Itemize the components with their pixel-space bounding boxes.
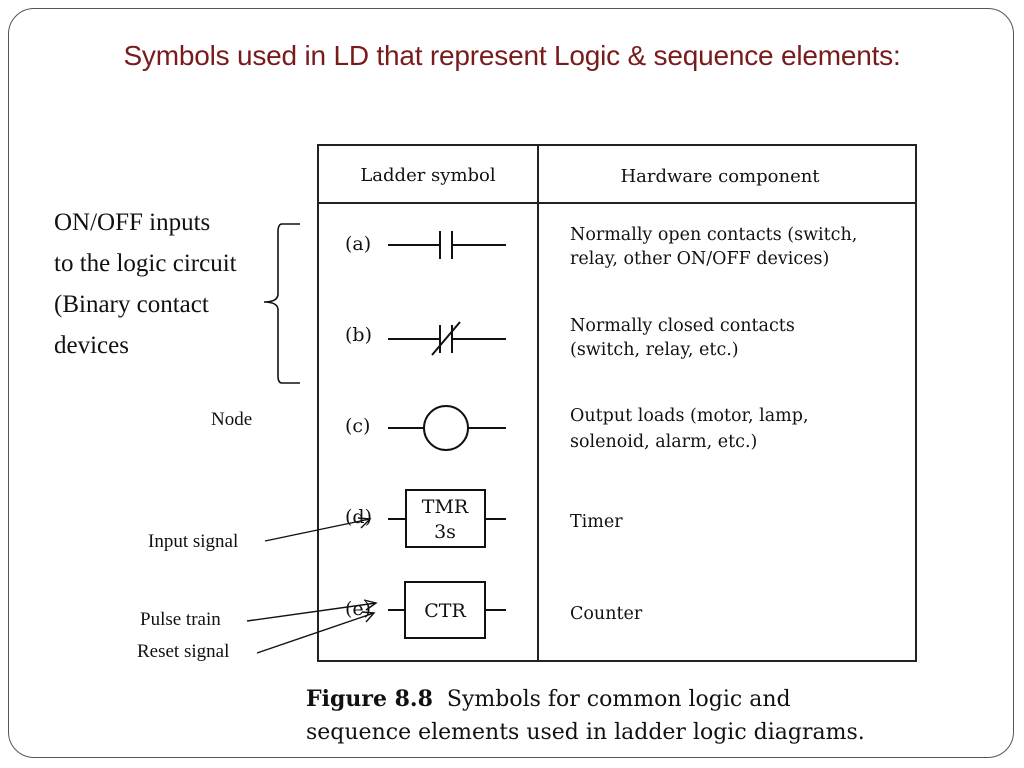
slide-frame (8, 8, 1014, 758)
pulse-train-arrow (246, 602, 377, 622)
figure-caption: Figure 8.8 Symbols for common logic and … (306, 683, 865, 749)
row-e-label: (e) (345, 598, 371, 620)
curly-brace-icon (263, 223, 300, 384)
pulse-train-arrowhead-icon (363, 599, 378, 611)
inputs-description: ON/OFF inputs to the logic circuit (Bina… (54, 202, 237, 366)
row-b-label: (b) (345, 324, 372, 346)
output-coil-icon (388, 405, 506, 451)
inputs-line-3: (Binary contact (54, 291, 209, 318)
inputs-line-2: to the logic circuit (54, 250, 237, 277)
row-b-desc-1: Normally closed contacts (570, 316, 795, 336)
row-c-desc-2: solenoid, alarm, etc.) (570, 432, 757, 452)
pulse-train-label: Pulse train (140, 609, 221, 630)
timer-block-icon (388, 489, 506, 548)
row-d-label: (d) (345, 506, 372, 528)
row-a-label: (a) (345, 233, 371, 255)
normally-open-contact-icon (388, 231, 506, 259)
header-ladder-symbol: Ladder symbol (360, 165, 496, 186)
row-d-desc: Timer (570, 512, 623, 532)
normally-closed-contact-icon (388, 321, 506, 356)
row-a-desc-2: relay, other ON/OFF devices) (570, 249, 829, 269)
reset-signal-arrow (256, 612, 375, 654)
slide-title: Symbols used in LD that represent Logic … (123, 40, 901, 71)
inputs-line-1: ON/OFF inputs (54, 209, 211, 236)
row-a-desc-1: Normally open contacts (switch, (570, 225, 857, 245)
row-e-desc: Counter (570, 604, 643, 624)
timer-box-value: 3s (434, 521, 456, 543)
caption-line-1: Symbols for common logic and (446, 687, 791, 712)
table-border (317, 144, 917, 662)
reset-signal-arrowhead-icon (361, 611, 376, 623)
row-b-desc-2: (switch, relay, etc.) (570, 340, 739, 360)
caption-line-2: sequence elements used in ladder logic d… (306, 720, 865, 745)
node-label: Node (211, 409, 253, 430)
counter-box-label: CTR (424, 600, 466, 622)
row-c-label: (c) (345, 415, 370, 437)
input-signal-label: Input signal (148, 531, 239, 552)
timer-box-label: TMR (422, 496, 469, 518)
row-c-desc-1: Output loads (motor, lamp, (570, 406, 809, 426)
counter-block-icon (388, 581, 506, 639)
symbol-table (317, 144, 917, 662)
input-signal-arrow (264, 518, 371, 542)
input-signal-arrowhead-icon (357, 517, 372, 529)
inputs-line-4: devices (54, 332, 129, 359)
figure-number: Figure 8.8 (306, 686, 433, 712)
header-hardware-component: Hardware component (620, 166, 820, 187)
reset-signal-label: Reset signal (137, 641, 230, 662)
